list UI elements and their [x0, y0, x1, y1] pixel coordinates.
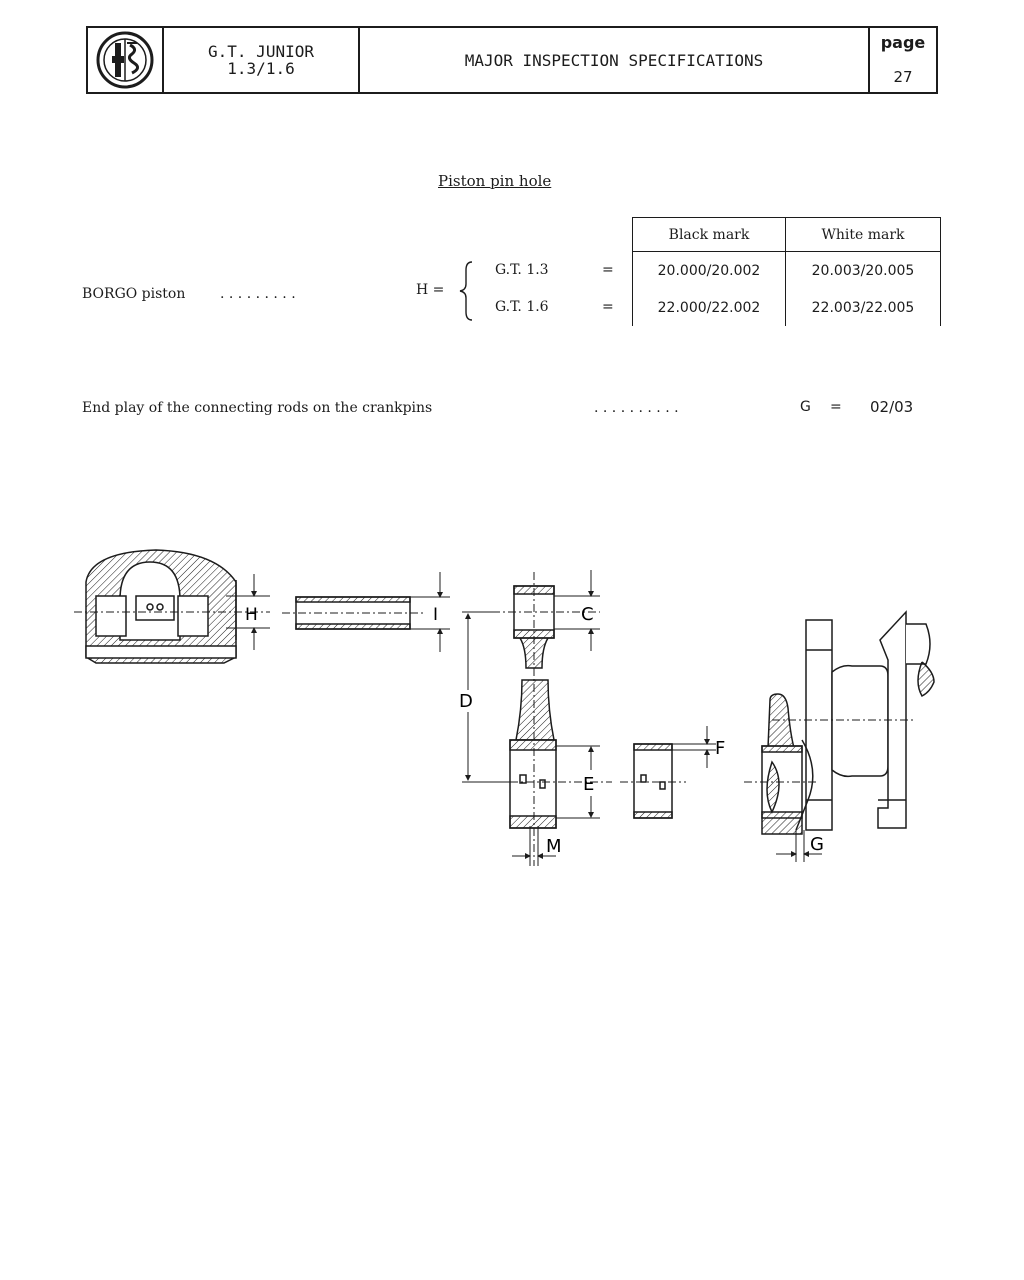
- model-name: G.T. JUNIOR: [208, 42, 314, 61]
- borgo-symbol: H =: [416, 282, 445, 298]
- borgo-dots: . . . . . . . . .: [220, 286, 296, 302]
- row-eq-1-6: =: [602, 299, 614, 315]
- spec-table: Black mark White mark 20.000/20.002 20.0…: [632, 217, 941, 326]
- dim-label-e: E: [583, 774, 594, 795]
- bearing-shell-drawing: [633, 743, 673, 819]
- crankshaft-drawing: [761, 610, 935, 835]
- table-row: 20.000/20.002 20.003/20.005: [632, 251, 941, 289]
- page-cell: page 27: [870, 28, 936, 92]
- cell-white-1-3: 20.003/20.005: [785, 251, 941, 289]
- dim-label-d: D: [459, 691, 473, 712]
- row-eq-1-3: =: [602, 262, 614, 278]
- row-label-1-3: G.T. 1.3: [495, 262, 549, 278]
- end-play-symbol: G: [800, 399, 811, 415]
- end-play-dots: . . . . . . . . . .: [594, 400, 679, 416]
- alfa-romeo-logo-icon: [96, 31, 154, 89]
- dim-label-h: H: [245, 605, 258, 625]
- connecting-rod-drawing: [509, 585, 557, 829]
- cell-black-1-6: 22.000/22.002: [632, 289, 786, 326]
- header-black-mark: Black mark: [632, 217, 786, 252]
- table-header-row: Black mark White mark: [632, 217, 941, 252]
- dim-label-f: F: [715, 738, 725, 759]
- page-number: 27: [893, 68, 913, 86]
- dim-label-m: M: [546, 836, 562, 857]
- end-play-label: End play of the connecting rods on the c…: [82, 400, 433, 416]
- model-variants: 1.3/1.6: [227, 59, 295, 78]
- logo-cell: [88, 28, 164, 92]
- cell-white-1-6: 22.003/22.005: [785, 289, 941, 326]
- table-row: 22.000/22.002 22.003/22.005: [632, 289, 941, 326]
- borgo-label: BORGO piston: [82, 286, 186, 302]
- row-label-1-6: G.T. 1.6: [495, 299, 549, 315]
- page-header: G.T. JUNIOR 1.3/1.6 MAJOR INSPECTION SPE…: [86, 26, 938, 94]
- section-title: Piston pin hole: [438, 172, 552, 190]
- dim-label-c: C: [581, 604, 594, 625]
- model-cell: G.T. JUNIOR 1.3/1.6: [164, 28, 360, 92]
- cell-black-1-3: 20.000/20.002: [632, 251, 786, 289]
- piston-drawing: [85, 549, 237, 664]
- document-title-text: MAJOR INSPECTION SPECIFICATIONS: [464, 50, 764, 70]
- document-title: MAJOR INSPECTION SPECIFICATIONS: [360, 28, 870, 92]
- dim-label-i: I: [433, 605, 438, 625]
- end-play-value: 02/03: [870, 398, 914, 416]
- header-white-mark: White mark: [785, 217, 941, 252]
- dim-label-g: G: [810, 834, 824, 855]
- brace-icon: [459, 261, 473, 321]
- end-play-eq: =: [830, 399, 842, 415]
- page-label: page: [880, 33, 926, 52]
